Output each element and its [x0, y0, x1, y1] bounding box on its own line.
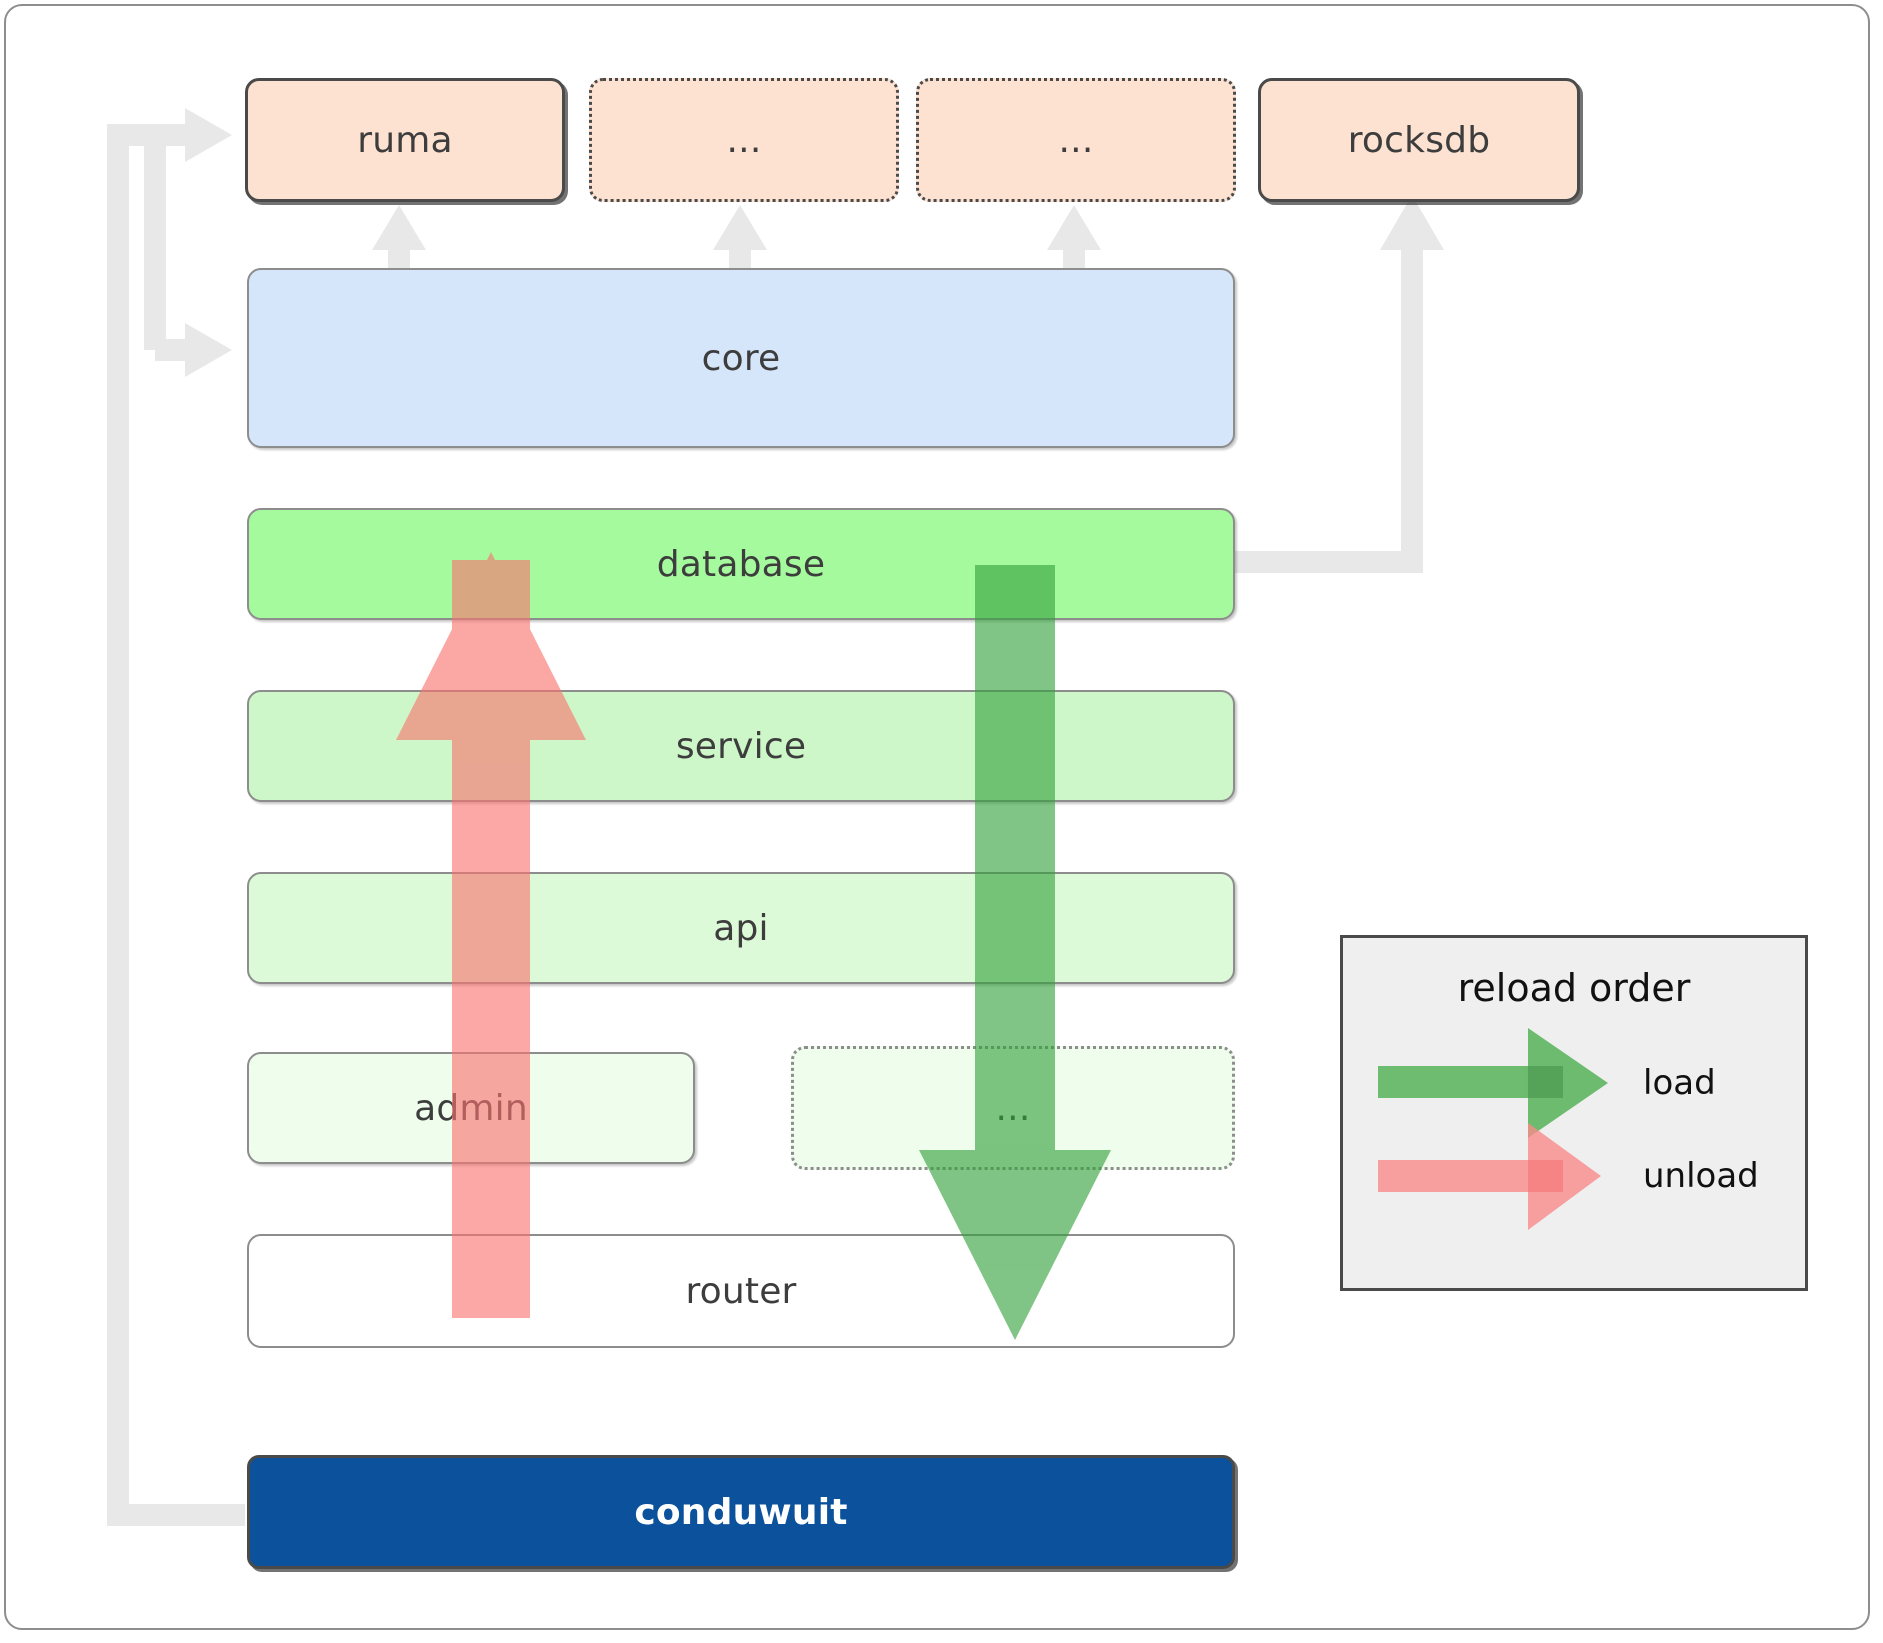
node-ruma[interactable]: ruma [245, 78, 565, 202]
node-ellipsis-admin[interactable]: ... [791, 1046, 1235, 1170]
legend-title: reload order [1457, 966, 1691, 1010]
node-rocksdb[interactable]: rocksdb [1258, 78, 1580, 202]
node-database[interactable]: database [247, 508, 1235, 620]
node-service-label: service [675, 725, 807, 767]
legend-load-icon [1378, 1028, 1608, 1138]
legend-label-unload: unload [1643, 1156, 1759, 1196]
node-core[interactable]: core [247, 268, 1235, 448]
node-ellipsis-top-2-label: ... [1058, 119, 1094, 161]
node-conduwuit-label: conduwuit [634, 1491, 848, 1533]
legend-unload-icon [1378, 1123, 1601, 1230]
node-router[interactable]: router [247, 1234, 1235, 1348]
node-ellipsis-top-1-label: ... [726, 119, 762, 161]
node-router-label: router [685, 1270, 797, 1312]
node-database-label: database [656, 543, 826, 585]
diagram-frame [4, 4, 1870, 1630]
node-ellipsis-top-2[interactable]: ... [916, 78, 1236, 202]
node-ellipsis-top-1[interactable]: ... [589, 78, 899, 202]
node-api-label: api [713, 907, 769, 949]
node-conduwuit[interactable]: conduwuit [247, 1455, 1235, 1569]
legend-arrow-layer [1378, 1028, 1608, 1230]
node-admin[interactable]: admin [247, 1052, 695, 1164]
node-ellipsis-admin-label: ... [995, 1087, 1031, 1129]
legend-panel: reload order load unload [1340, 935, 1808, 1291]
node-ruma-label: ruma [357, 119, 453, 161]
node-rocksdb-label: rocksdb [1347, 119, 1491, 161]
node-service[interactable]: service [247, 690, 1235, 802]
node-admin-label: admin [414, 1087, 528, 1129]
legend-label-load: load [1643, 1063, 1716, 1103]
node-api[interactable]: api [247, 872, 1235, 984]
node-core-label: core [701, 337, 781, 379]
